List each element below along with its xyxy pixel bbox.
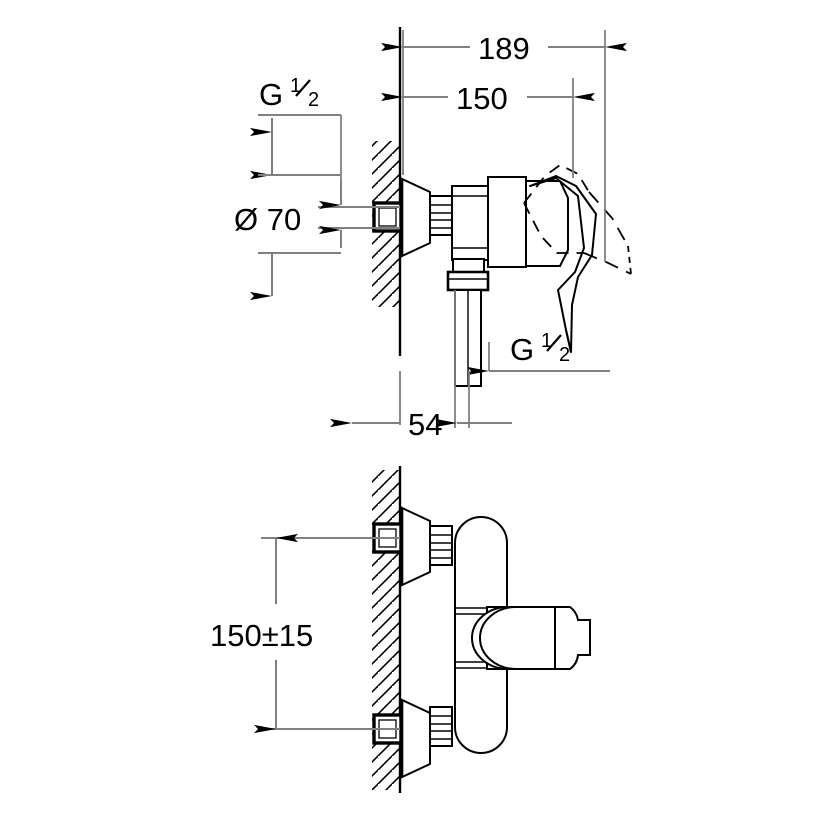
dimension-150-tolerance: 150±15 <box>210 533 400 734</box>
dim-diameter-70-label: Ø 70 <box>234 202 301 237</box>
hex-coupling-nut <box>429 195 453 236</box>
dim-150-tolerance-label: 150±15 <box>210 618 313 653</box>
thread-denominator-top: 2 <box>308 89 319 111</box>
thread-label-g-half-top: G 1 2 <box>250 75 342 205</box>
wall-section <box>372 27 402 356</box>
dimension-diameter-70: Ø 70 <box>234 127 400 301</box>
dimension-54: 54 <box>330 290 512 442</box>
lever-handle <box>529 175 597 353</box>
front-view: 150±15 <box>210 466 591 793</box>
thread-letter-bottom: G <box>510 332 534 367</box>
dim-54-label: 54 <box>408 407 442 442</box>
hex-coupling-nut-lower <box>429 706 453 747</box>
dimension-189: 189 <box>381 31 627 66</box>
dimension-150: 150 <box>381 81 595 116</box>
dim-150-label: 150 <box>456 81 508 116</box>
dim-189-label: 189 <box>478 31 530 66</box>
escutcheon-flange-lower <box>400 698 431 779</box>
mixer-body <box>451 176 527 268</box>
cartridge-barrel-front <box>471 606 591 670</box>
thread-denominator-bottom: 2 <box>559 344 570 366</box>
hex-coupling-nut-upper <box>429 525 453 566</box>
thread-numerator-bottom: 1 <box>541 330 552 352</box>
escutcheon-flange <box>400 177 431 258</box>
lever-handle-open-phantom <box>523 163 632 275</box>
side-section-view: 189 150 G 1 2 Ø 70 <box>234 27 632 442</box>
thread-numerator-top: 1 <box>290 75 301 97</box>
escutcheon-flange-upper <box>400 506 431 587</box>
thread-label-g-half-bottom: G 1 2 <box>467 330 610 376</box>
shower-outlet-connector <box>446 258 490 387</box>
thread-letter-top: G <box>259 77 283 112</box>
